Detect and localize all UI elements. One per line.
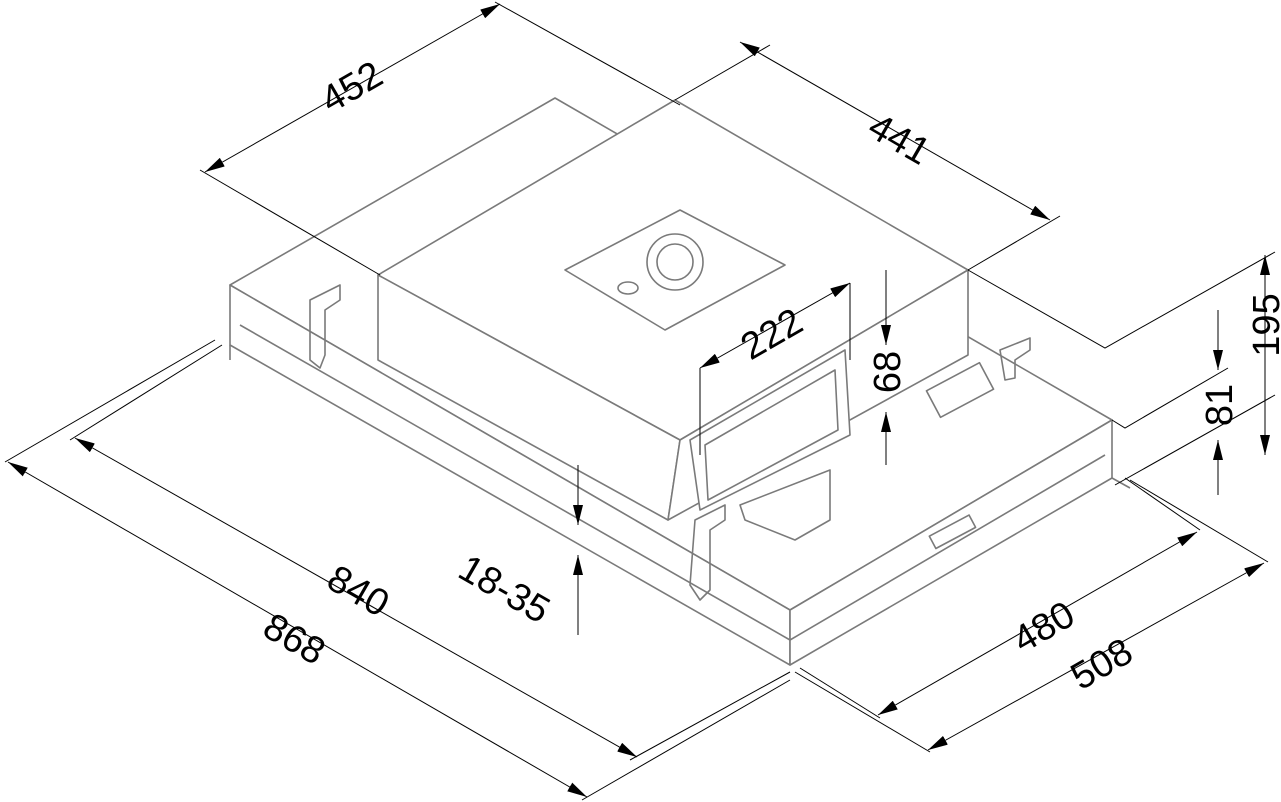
dim-label-480: 480	[1006, 594, 1082, 662]
dim-68: 68	[867, 270, 909, 465]
dim-label-840: 840	[320, 558, 396, 626]
dim-label-868: 868	[256, 606, 332, 674]
dim-label-81: 81	[1199, 384, 1241, 426]
dim-label-452: 452	[314, 54, 390, 122]
dim-label-508: 508	[1064, 631, 1140, 699]
dim-195: 195	[967, 251, 1281, 486]
dim-81: 81	[1111, 310, 1241, 495]
outlet-flange	[689, 349, 851, 541]
dim-label-195: 195	[1246, 293, 1281, 356]
mounting-brackets	[309, 284, 1031, 601]
dim-label-441: 441	[861, 106, 937, 174]
dim-label-68: 68	[867, 351, 909, 393]
dim-label-18-35: 18-35	[451, 547, 556, 632]
